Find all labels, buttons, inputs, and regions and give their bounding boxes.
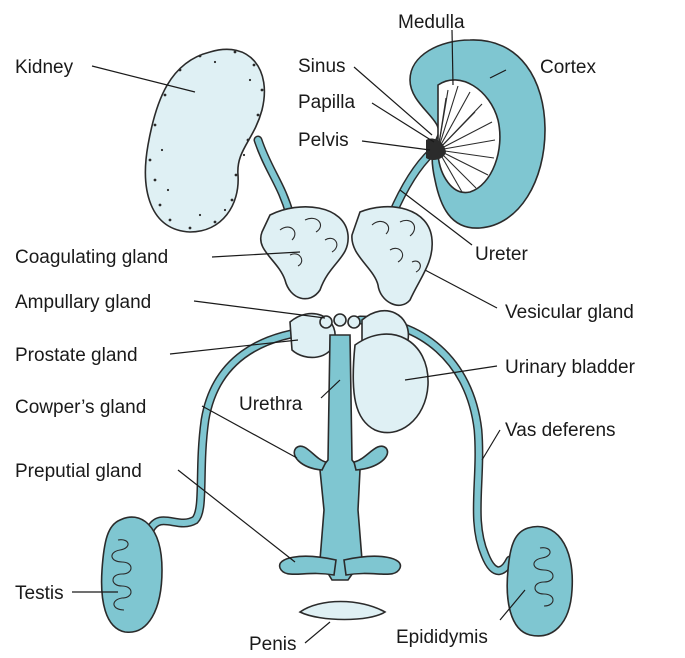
label-kidney: Kidney: [15, 57, 74, 78]
label-ampullary-gland: Ampullary gland: [15, 292, 151, 313]
label-preputial-gland: Preputial gland: [15, 461, 142, 482]
label-urethra: Urethra: [239, 394, 303, 415]
label-sinus: Sinus: [298, 56, 346, 77]
left-kidney: [145, 49, 264, 232]
label-pelvis: Pelvis: [298, 130, 349, 151]
label-penis: Penis: [249, 634, 297, 655]
label-ureter: Ureter: [475, 244, 528, 265]
label-testis: Testis: [15, 583, 64, 604]
label-epididymis: Epididymis: [396, 627, 488, 648]
label-coagulating-gland: Coagulating gland: [15, 247, 168, 268]
label-urinary-bladder: Urinary bladder: [505, 357, 636, 378]
label-medulla: Medulla: [398, 12, 465, 33]
label-papilla: Papilla: [298, 92, 355, 113]
left-testis: [102, 517, 162, 632]
right-testis: [507, 527, 572, 636]
label-prostate-gland: Prostate gland: [15, 345, 138, 366]
coagulating-glands: [261, 207, 433, 306]
label-vesicular-gland: Vesicular gland: [505, 302, 634, 323]
label-cortex: Cortex: [540, 57, 596, 78]
prostate-and-bladder: [290, 311, 428, 433]
label-vas-deferens: Vas deferens: [505, 420, 616, 441]
label-cowpers-gland: Cowper’s gland: [15, 397, 146, 418]
